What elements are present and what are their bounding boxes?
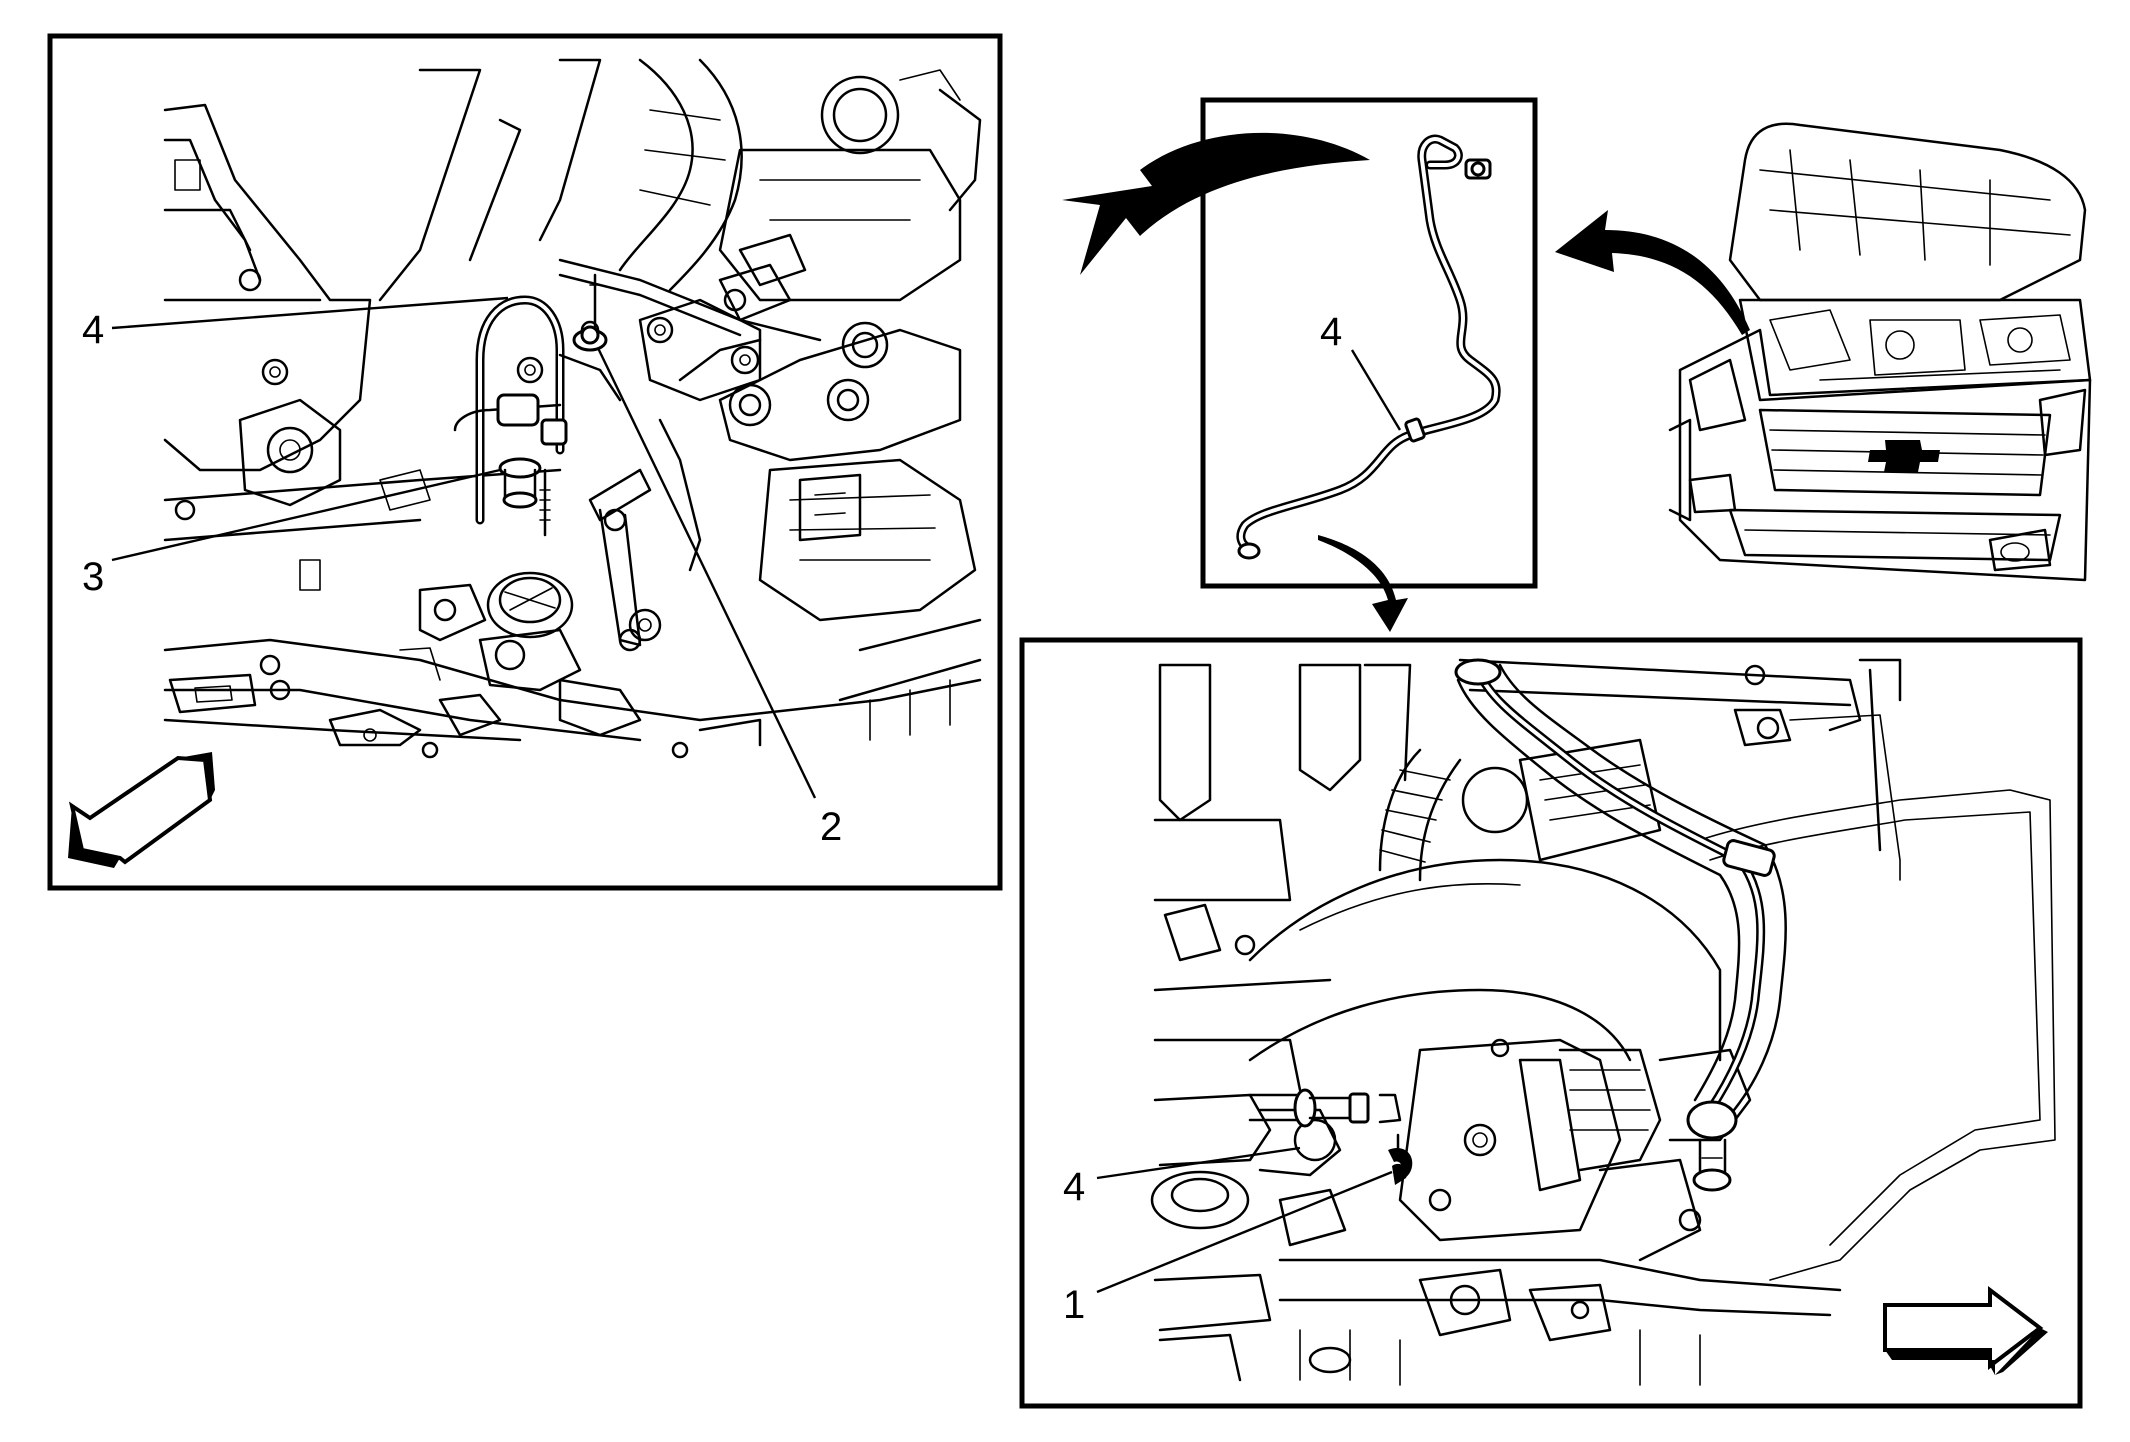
- bottom-hose-assembly: [1248, 658, 1787, 1192]
- arrow-right-icon: [1883, 1285, 2048, 1375]
- leader-line-4-bottom: [1096, 1146, 1301, 1180]
- callout-4-center: 4: [1320, 310, 1342, 354]
- callout-1-bottom: 1: [1063, 1283, 1085, 1327]
- callout-3-left: 3: [82, 555, 104, 599]
- left-detail-panel: 4 3 2: [47, 33, 1003, 891]
- center-panel-frame: [1200, 97, 1538, 589]
- bottom-detail-panel: 4 1: [1019, 637, 2083, 1409]
- callout-4-left: 4: [82, 308, 104, 352]
- callout-4-bottom: 4: [1063, 1165, 1085, 1209]
- hose-component-drawing: [1236, 134, 1501, 560]
- curved-arrow-icon: [1062, 132, 1750, 632]
- bottom-engine-linework: [1150, 658, 2056, 1386]
- callout-2-left: 2: [820, 805, 842, 849]
- left-engine-linework: [163, 58, 982, 759]
- center-component-panel: 4: [1200, 97, 1538, 589]
- leader-line-2-left: [596, 347, 817, 799]
- left-callouts: 4 3 2: [82, 296, 842, 849]
- vehicle-locator-view: [1668, 122, 2092, 582]
- leader-line-1-bottom: [1096, 1170, 1393, 1294]
- leader-line-3-left: [111, 468, 501, 562]
- leader-line-4-center: [1350, 349, 1402, 431]
- leader-line-4-left: [111, 296, 509, 330]
- bottom-callouts: 4 1: [1063, 1146, 1393, 1327]
- arrow-down-left-icon: [68, 752, 215, 868]
- left-hose-assembly: [453, 273, 622, 537]
